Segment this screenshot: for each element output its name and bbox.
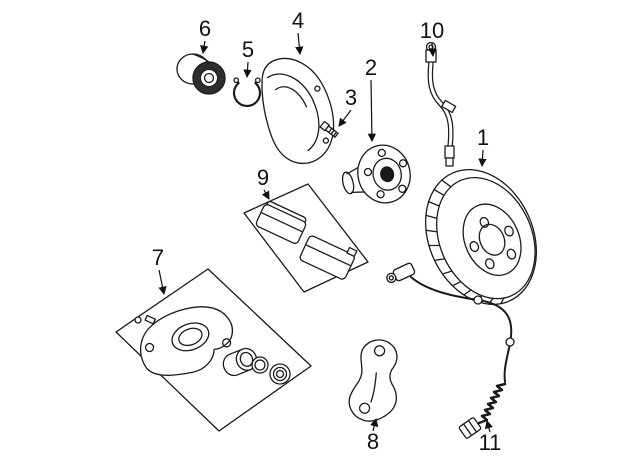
wire-clip <box>473 295 483 305</box>
leader-1 <box>478 149 487 168</box>
leader-10 <box>428 42 437 58</box>
callout-6: 6 <box>199 16 211 41</box>
leader-11 <box>484 419 493 433</box>
caliper-mounting-bracket <box>348 339 398 422</box>
brake-pad-inner <box>299 235 358 280</box>
leader-lines <box>158 32 493 433</box>
leader-3 <box>338 109 352 127</box>
callout-1: 1 <box>477 125 489 150</box>
brake-pad-outer <box>255 200 307 244</box>
abs-connector <box>458 417 482 439</box>
wheel-hub <box>341 144 411 204</box>
leader-4 <box>295 32 304 56</box>
wire-coil <box>477 382 507 425</box>
leader-7 <box>158 269 167 296</box>
splash-shield <box>261 57 335 165</box>
callout-4: 4 <box>292 8 304 33</box>
brake-caliper <box>140 306 234 376</box>
piston-seal <box>251 356 269 374</box>
callout-5: 5 <box>242 37 254 62</box>
callout-11: 11 <box>479 430 502 455</box>
callout-2: 2 <box>365 55 377 80</box>
wire-clip <box>505 337 515 347</box>
callout-3: 3 <box>345 85 357 110</box>
leader-2 <box>367 79 377 143</box>
brake-pad-set <box>243 183 369 293</box>
bleeder-cap <box>134 316 142 324</box>
callout-7: 7 <box>152 245 164 270</box>
bleeder-screw <box>144 314 157 325</box>
callout-9: 9 <box>257 165 269 190</box>
hub-bolt <box>319 120 339 138</box>
leader-9 <box>261 189 270 200</box>
abs-sensor-head <box>386 262 416 284</box>
brake-caliper-assembly <box>115 268 312 432</box>
wheel-bearing <box>176 53 226 95</box>
brake-rotor <box>424 168 538 306</box>
piston-boot <box>269 363 291 385</box>
snap-ring <box>232 77 262 108</box>
callout-labels: 1 2 3 4 5 6 7 8 9 10 11 <box>152 8 502 455</box>
leader-8 <box>370 417 379 432</box>
callout-8: 8 <box>367 429 379 454</box>
brake-hose <box>425 41 457 167</box>
abs-wheel-speed-sensor <box>386 262 515 439</box>
callout-10: 10 <box>420 18 444 43</box>
leader-6 <box>200 40 209 55</box>
leader-5 <box>243 61 252 79</box>
